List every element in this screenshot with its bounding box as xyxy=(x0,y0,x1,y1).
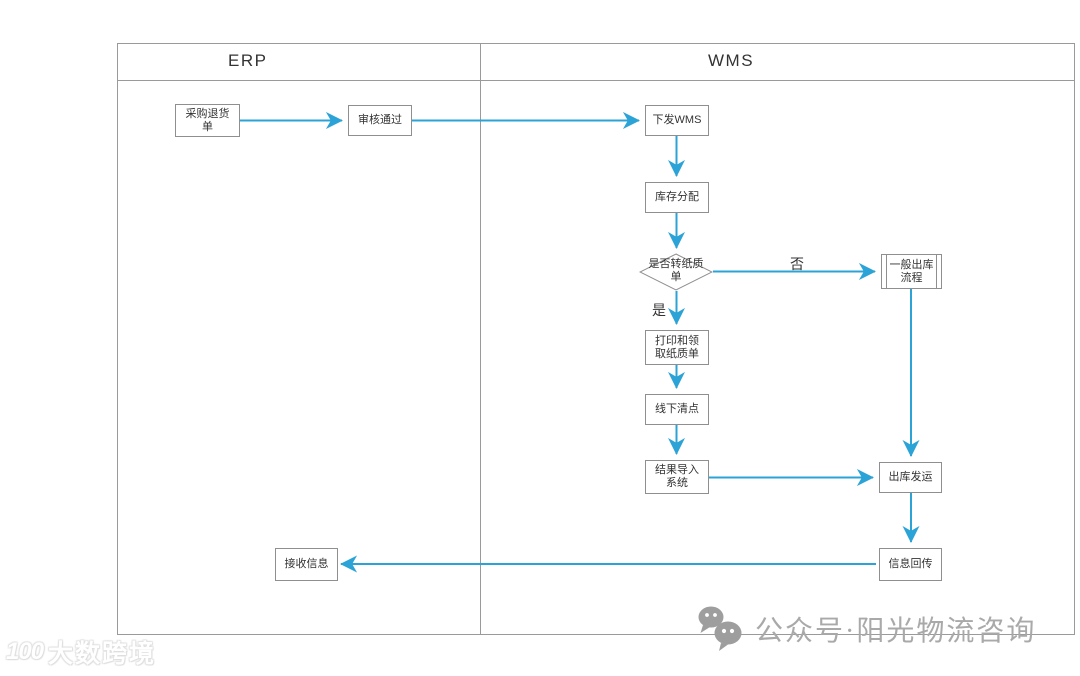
dashu-logo-mark-icon: 100 xyxy=(6,638,44,665)
node-send-to-wms: 下发WMS xyxy=(645,105,709,136)
node-print-collect-paper: 打印和领 取纸质单 xyxy=(645,330,709,365)
lane-title-erp: ERP xyxy=(228,51,268,70)
dashu-logo-text: 大数跨境 xyxy=(48,640,157,668)
node-offline-count: 线下清点 xyxy=(645,394,709,425)
node-receive-info: 接收信息 xyxy=(275,548,338,581)
node-purchase-return-order: 采购退货 单 xyxy=(175,104,240,137)
node-import-results: 结果导入 系统 xyxy=(645,460,709,494)
node-general-outbound-process: 一般出库 流程 xyxy=(881,254,942,289)
node-info-return: 信息回传 xyxy=(879,548,942,581)
wechat-watermark: 公众号·阳光物流咨询 xyxy=(696,605,1036,653)
node-outbound-shipping: 出库发运 xyxy=(879,462,942,493)
lane-title-wms: WMS xyxy=(708,51,755,70)
dashu-kuajing-logo: 100 大数跨境 xyxy=(6,634,156,670)
diamond-shape xyxy=(638,253,714,291)
node-audit-passed: 审核通过 xyxy=(348,105,412,136)
lane-divider xyxy=(480,43,481,635)
node-decision-paper-order: 是否转纸质 单 xyxy=(638,253,714,291)
branch-label-yes: 是 xyxy=(652,302,666,318)
node-inventory-allocation: 库存分配 xyxy=(645,182,709,213)
branch-label-no: 否 xyxy=(790,256,804,272)
wechat-watermark-text: 公众号·阳光物流咨询 xyxy=(755,616,1037,647)
swimlane-header-divider xyxy=(117,80,1075,81)
wechat-icon xyxy=(698,606,742,651)
